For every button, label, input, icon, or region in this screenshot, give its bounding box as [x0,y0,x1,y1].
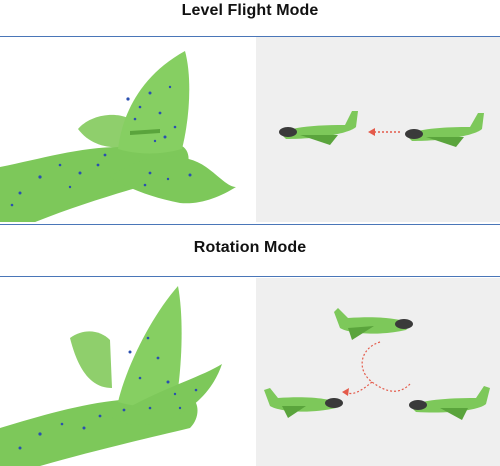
speckles [18,336,198,450]
rotation-mode-title: Rotation Mode [193,239,307,256]
tail-closeup-rotation [0,286,222,466]
tail-closeup-level [0,51,236,222]
level-flight-panel [0,37,500,222]
section-divider-middle [0,224,500,225]
plane-top-rotation [334,308,413,340]
right-photo-background [256,278,500,466]
rear-stabilizer [70,331,112,388]
level-flight-mode-title: Level Flight Mode [181,2,319,19]
vertical-fin [118,51,190,154]
level-flight-illustration [0,37,500,222]
rear-stabilizer [78,114,130,148]
loop-path [342,341,411,396]
fin-slot [130,129,160,135]
section-divider-bottom [0,276,500,277]
section-divider-top [0,36,500,37]
vertical-fin [118,286,182,407]
rotation-panel [0,278,500,466]
dotted-arrow-level [368,128,400,136]
plane-left-level [279,111,358,145]
rotation-illustration [0,278,500,466]
plane-bottom-right-rotation [409,386,490,420]
speckles [10,85,192,207]
plane-right-level [405,113,484,147]
horizontal-wing [110,156,236,204]
plane-bottom-left-rotation [264,388,343,418]
deflected-wing [112,364,222,426]
